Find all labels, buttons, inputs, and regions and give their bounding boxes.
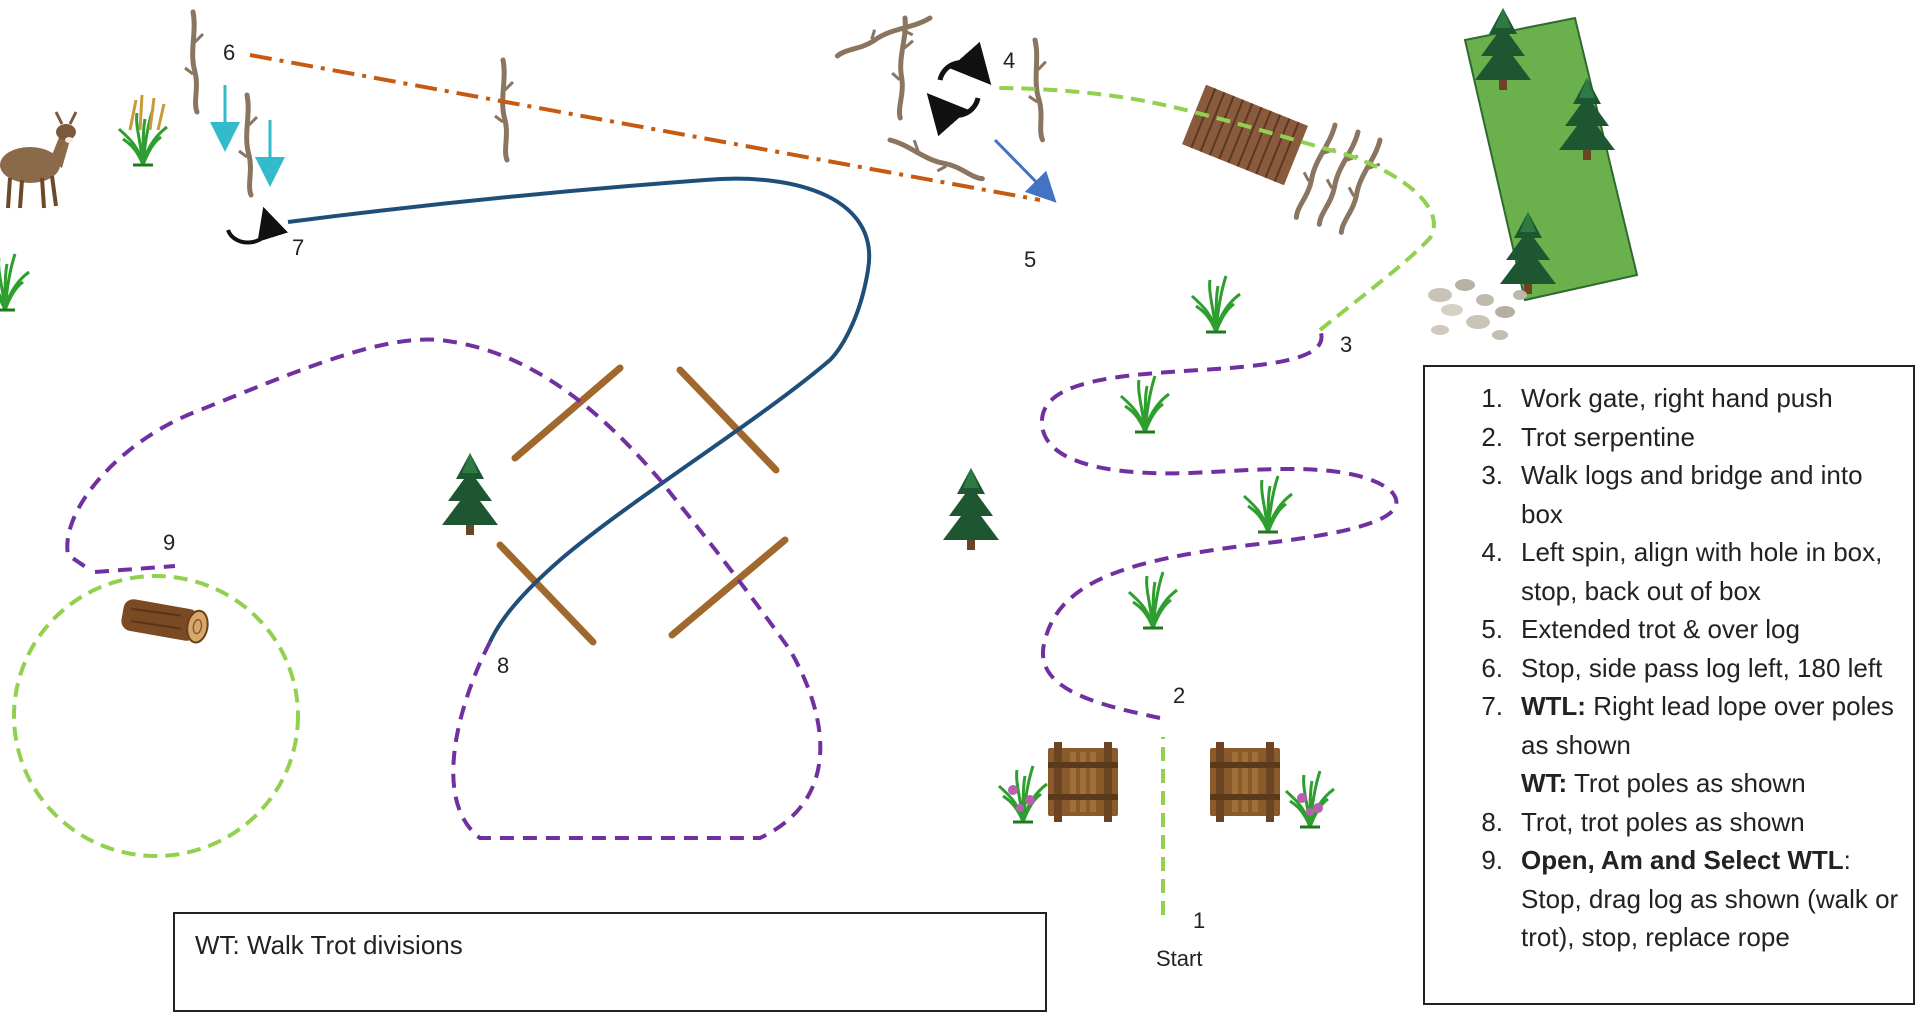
instruction-number: 3. xyxy=(1481,460,1503,490)
spin-arrow-icon xyxy=(226,206,289,245)
flower-icon xyxy=(1284,769,1336,829)
instruction-text: WTL: xyxy=(1521,691,1586,721)
tree-icon xyxy=(943,468,999,550)
instruction-item: 4. Left spin, align with hole in box, sto… xyxy=(1481,533,1899,610)
instruction-item: 3. Walk logs and bridge and into box xyxy=(1481,456,1899,533)
instruction-text: Extended trot & over log xyxy=(1521,614,1800,644)
grass-tuft-icon xyxy=(1190,274,1242,334)
trot-poles xyxy=(496,364,789,646)
instruction-text: WT: xyxy=(1521,768,1568,798)
instruction-number: 6. xyxy=(1481,652,1503,683)
instruction-text: Left spin, align with hole in box, stop,… xyxy=(1521,537,1883,606)
marker-1: 1 xyxy=(1193,908,1205,933)
instruction-number: 4. xyxy=(1481,537,1503,567)
green-field xyxy=(1463,16,1639,302)
bridge-icon xyxy=(1182,84,1308,186)
marker-8: 8 xyxy=(497,653,509,678)
instruction-number: 5. xyxy=(1481,614,1503,644)
grass-tuft-icon xyxy=(117,94,169,167)
legend-panel: WT: Walk Trot divisions xyxy=(173,912,1047,1012)
grass-tuft-icon xyxy=(0,252,31,312)
instructions-list: 1. Work gate, right hand push 2. Trot serpe… xyxy=(1425,367,1913,957)
marker-9: 9 xyxy=(163,530,175,555)
logs-bridge-path xyxy=(994,86,1436,332)
instruction-text: Trot serpentine xyxy=(1521,421,1695,452)
branch-log-icon xyxy=(833,10,933,61)
lope-path xyxy=(287,176,872,643)
instructions-panel: 1. Work gate, right hand push 2. Trot serpe… xyxy=(1423,365,1915,1005)
serpentine-path xyxy=(1039,329,1399,720)
pole xyxy=(511,364,624,462)
grass-tuft-icon xyxy=(1127,570,1179,630)
trot-poles-path xyxy=(65,337,823,840)
branch-log-icon xyxy=(185,12,203,112)
legend-text: WT: Walk Trot divisions xyxy=(195,930,463,960)
instruction-text: Open, Am and Select WTL xyxy=(1521,845,1844,875)
instruction-text: Right lead lope over poles as shown xyxy=(1521,691,1894,760)
instruction-number: 8. xyxy=(1481,806,1503,837)
instruction-text: Stop, side pass log left, 180 left xyxy=(1521,652,1883,683)
branch-log-icon xyxy=(495,60,513,160)
instruction-item: 5. Extended trot & over log xyxy=(1481,610,1899,649)
instruction-text: Walk logs and bridge and into box xyxy=(1521,460,1863,529)
drag-log-circle xyxy=(12,574,300,858)
pole xyxy=(676,366,780,474)
log-icon xyxy=(121,599,209,644)
tree-icon xyxy=(442,453,498,535)
gate-icon xyxy=(1210,742,1280,822)
marker-2: 2 xyxy=(1173,683,1185,708)
marker-6: 6 xyxy=(223,40,235,65)
deer-icon xyxy=(0,111,78,209)
instruction-item: 9. Open, Am and Select WTL: Stop, drag lo… xyxy=(1481,841,1899,957)
instruction-number: 9. xyxy=(1481,845,1503,875)
marker-4: 4 xyxy=(1003,48,1015,73)
marker-7: 7 xyxy=(292,235,304,260)
branch-log-icon xyxy=(887,131,985,190)
instruction-item: 6. Stop, side pass log left, 180 left xyxy=(1481,649,1899,688)
instruction-item: WT: Trot poles as shown xyxy=(1521,764,1899,803)
instruction-item: 2. Trot serpentine xyxy=(1481,418,1899,457)
instruction-item: 8. Trot, trot poles as shown xyxy=(1481,803,1899,842)
branch-log-icon xyxy=(1330,137,1389,235)
instruction-item: 1. Work gate, right hand push xyxy=(1481,379,1899,418)
stop-9-path xyxy=(94,564,176,574)
rocks-icon xyxy=(1428,279,1527,340)
trail-course-map: 1 2 3 4 5 6 7 8 9 Start xyxy=(0,0,1639,971)
marker-5: 5 xyxy=(1024,247,1036,272)
branch-log-icon xyxy=(239,95,257,195)
start-label: Start xyxy=(1156,946,1202,971)
pole xyxy=(496,541,597,646)
grass-tuft-icon xyxy=(1242,474,1294,534)
instruction-number: 2. xyxy=(1481,421,1503,452)
branch-log-icon xyxy=(1308,129,1367,227)
extended-trot-path xyxy=(249,53,1041,202)
gate-icon xyxy=(1048,742,1118,822)
spin-arrow-icon xyxy=(926,41,992,137)
flower-icon xyxy=(997,764,1049,824)
instruction-item: 7. WTL: Right lead lope over poles as sho… xyxy=(1481,687,1899,764)
instruction-number: 7. xyxy=(1481,691,1503,721)
marker-3: 3 xyxy=(1340,332,1352,357)
grass-tuft-icon xyxy=(1119,374,1171,434)
instruction-text: Trot, trot poles as shown xyxy=(1521,806,1805,837)
instruction-text: : Stop, drag log as shown (walk or trot)… xyxy=(1521,845,1899,952)
pole xyxy=(668,536,789,639)
back-out-arrow xyxy=(993,138,1057,203)
instruction-text: Trot poles as shown xyxy=(1567,768,1806,798)
instruction-text: Work gate, right hand push xyxy=(1521,383,1833,413)
instruction-number: 1. xyxy=(1481,383,1503,413)
